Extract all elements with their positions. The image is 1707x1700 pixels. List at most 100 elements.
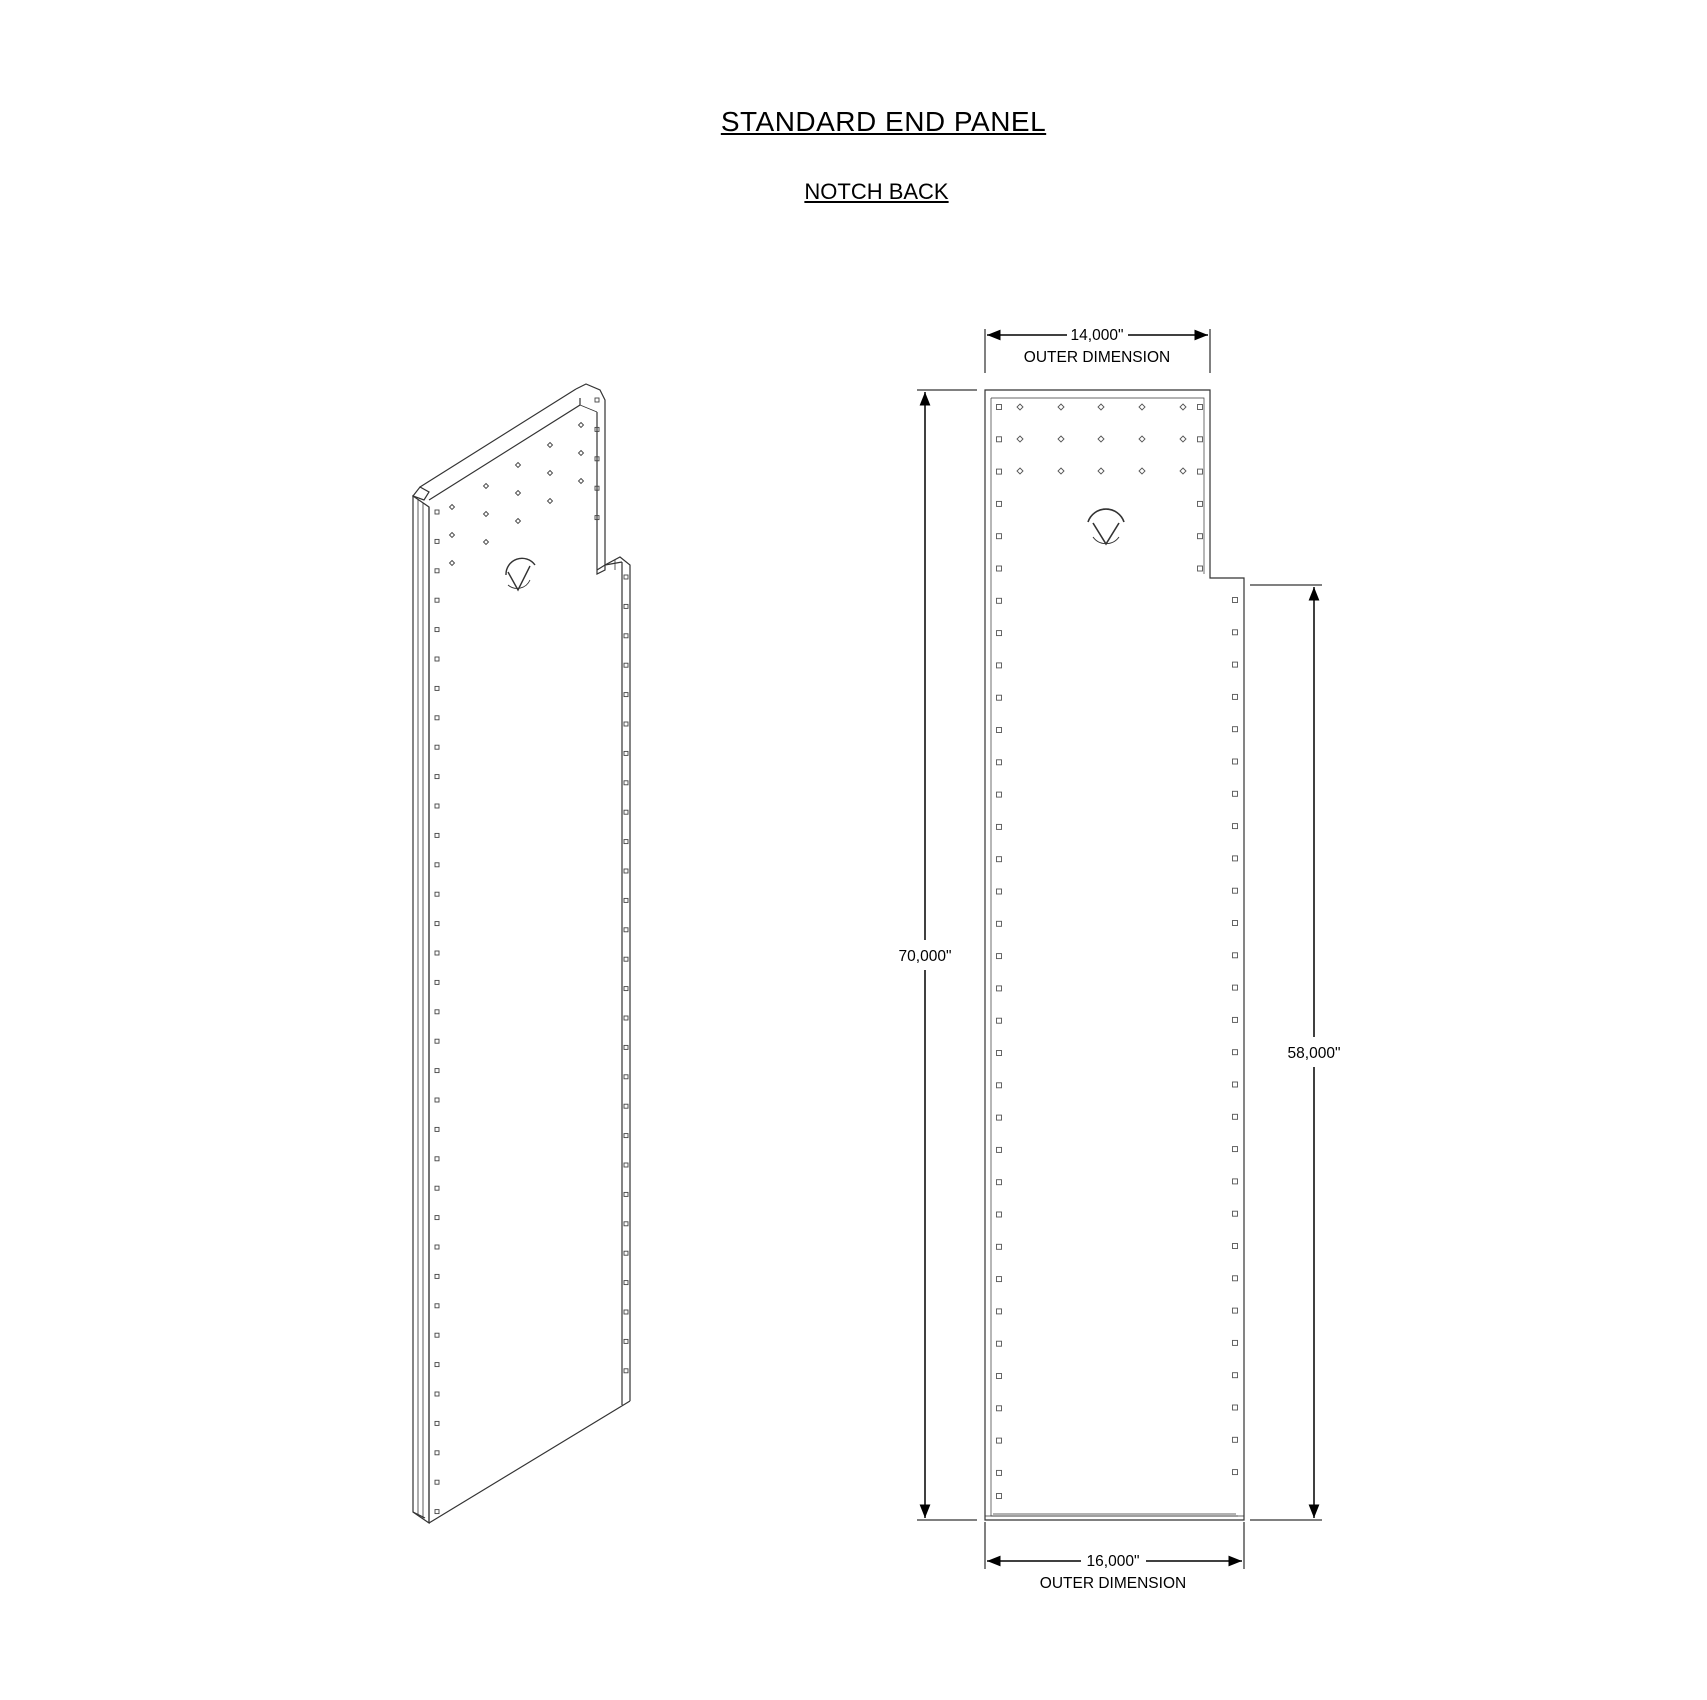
- slot-hole: [623, 839, 629, 845]
- drawing-title: STANDARD END PANEL: [720, 106, 1047, 137]
- slot-hole: [434, 774, 440, 780]
- slot-hole: [434, 1332, 440, 1338]
- slot-hole: [1232, 1178, 1238, 1185]
- slot-hole: [1232, 1081, 1238, 1088]
- slot-hole: [434, 1273, 440, 1279]
- slot-hole: [434, 715, 440, 721]
- slot-hole: [434, 1185, 440, 1191]
- bottom-width-note: OUTER DIMENSION: [1040, 1575, 1186, 1592]
- flat-panel-outline: [984, 389, 1245, 1521]
- slot-hole: [623, 692, 629, 698]
- top-width-value: 14,000": [1071, 327, 1124, 344]
- slot-hole: [594, 515, 600, 521]
- slot-hole: [996, 565, 1002, 572]
- slot-hole: [996, 500, 1002, 507]
- slot-hole: [623, 1074, 629, 1080]
- round-hole: [1016, 403, 1024, 411]
- slot-hole: [996, 1493, 1002, 1499]
- round-hole: [1138, 435, 1146, 443]
- slot-hole: [996, 1340, 1002, 1347]
- round-hole: [1097, 435, 1105, 443]
- slot-hole: [996, 1050, 1002, 1056]
- slot-hole: [623, 662, 629, 668]
- slot-hole: [434, 832, 440, 838]
- slot-hole: [434, 862, 440, 868]
- round-hole: [1016, 467, 1024, 475]
- round-hole: [514, 461, 522, 469]
- slot-hole: [434, 1126, 440, 1132]
- slot-hole: [434, 979, 440, 985]
- total-height-value: 70,000": [899, 948, 952, 965]
- slot-hole: [1197, 533, 1203, 540]
- slot-hole: [1232, 1436, 1238, 1443]
- slot-hole: [1232, 1372, 1238, 1379]
- slot-hole: [996, 1114, 1002, 1121]
- slot-hole: [434, 1509, 440, 1515]
- slot-hole: [1232, 952, 1238, 959]
- slot-hole: [434, 1156, 440, 1162]
- round-hole: [1179, 435, 1187, 443]
- slot-hole: [1232, 855, 1238, 862]
- slot-hole: [1232, 1210, 1238, 1217]
- slot-hole: [996, 823, 1002, 830]
- flat-hole-pattern: [996, 403, 1238, 1499]
- slot-hole: [623, 1221, 629, 1227]
- v-logo-icon: [1087, 508, 1125, 546]
- slot-hole: [434, 597, 440, 603]
- round-hole: [1016, 435, 1024, 443]
- slot-hole: [996, 920, 1002, 927]
- slot-hole: [996, 1469, 1002, 1476]
- slot-hole: [434, 1215, 440, 1221]
- slot-hole: [996, 985, 1002, 992]
- slot-hole: [623, 868, 629, 874]
- slot-hole: [434, 891, 440, 897]
- slot-hole: [623, 1133, 629, 1139]
- slot-hole: [996, 888, 1002, 895]
- slot-hole: [623, 1103, 629, 1109]
- slot-hole: [623, 780, 629, 786]
- slot-hole: [434, 1362, 440, 1368]
- slot-hole: [1197, 565, 1203, 572]
- slot-hole: [434, 1038, 440, 1044]
- isometric-view: [412, 383, 631, 1525]
- slot-hole: [623, 1191, 629, 1197]
- slot-hole: [1232, 984, 1238, 991]
- slot-hole: [1232, 726, 1238, 733]
- round-hole: [1138, 467, 1146, 475]
- bottom-width-value: 16,000": [1087, 1553, 1140, 1570]
- dimension-total-height: [917, 389, 977, 1521]
- top-width-note: OUTER DIMENSION: [1024, 349, 1170, 366]
- slot-hole: [996, 533, 1002, 540]
- round-hole: [1138, 403, 1146, 411]
- slot-hole: [623, 603, 629, 609]
- slot-hole: [996, 1437, 1002, 1444]
- slot-hole: [623, 1309, 629, 1315]
- slot-hole: [434, 1450, 440, 1456]
- slot-hole: [623, 1280, 629, 1286]
- round-hole: [577, 449, 585, 457]
- slot-hole: [1232, 1146, 1238, 1153]
- slot-hole: [1232, 661, 1238, 668]
- slot-hole: [623, 809, 629, 815]
- slot-hole: [594, 485, 600, 491]
- slot-hole: [996, 694, 1002, 701]
- slot-hole: [623, 1250, 629, 1256]
- slot-hole: [434, 538, 440, 544]
- slot-hole: [1232, 693, 1238, 700]
- isometric-hole-pattern: [434, 397, 629, 1515]
- slot-hole: [1232, 1113, 1238, 1120]
- slot-hole: [434, 1097, 440, 1103]
- dimension-bottom-width: [984, 1522, 1245, 1569]
- round-hole: [514, 517, 522, 525]
- slot-hole: [996, 662, 1002, 669]
- round-hole: [546, 441, 554, 449]
- slot-hole: [996, 727, 1002, 733]
- slot-hole: [996, 630, 1002, 637]
- slot-hole: [434, 1420, 440, 1426]
- slot-hole: [623, 1338, 629, 1344]
- slot-hole: [996, 468, 1002, 475]
- slot-hole: [996, 436, 1002, 443]
- round-hole: [482, 538, 490, 546]
- slot-hole: [1197, 468, 1203, 475]
- slot-hole: [996, 1017, 1002, 1024]
